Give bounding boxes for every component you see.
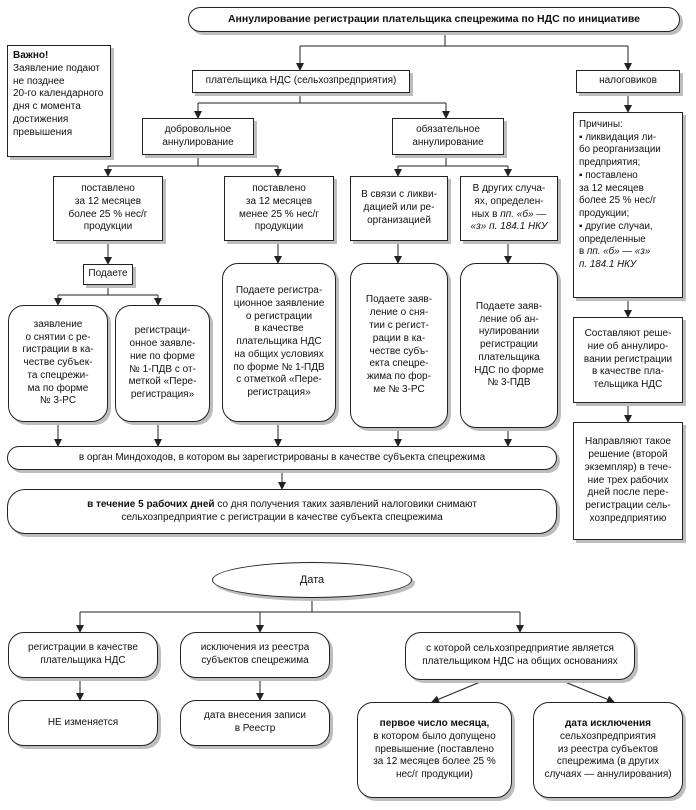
- voluntary-annulment-label: добровольное аннулирование: [162, 123, 234, 148]
- date-oval: Дата: [212, 562, 412, 598]
- date-vat-registration-box: регистрации в качестве плательщика НДС: [8, 632, 158, 678]
- date-general-basis-text: с которой сельхозпредприятие является пл…: [422, 643, 618, 667]
- tax-decision-text: Составляют реше- ние об аннулиро- вании …: [583, 328, 673, 391]
- note-text: Заявление подают не позднее 20-го календ…: [13, 62, 104, 138]
- exclusion-date-text: дата исключения сельхозпредприятия из ре…: [544, 718, 672, 781]
- result-text: в течение 5 рабочих дней со дня получени…: [87, 498, 477, 523]
- first-day-box: первое число месяца, в котором было допу…: [357, 702, 512, 798]
- condition-less-25-box: поставлено за 12 месяцев менее 25 % нес/…: [224, 176, 334, 241]
- condition-other-ref: пп. «б» — «з» п. 184.1 НКУ: [470, 208, 548, 233]
- action-form-3rs-box: заявление о снятии с ре- гистрации в ка-…: [8, 305, 108, 422]
- tax-decision-box: Составляют реше- ние об аннулиро- вании …: [573, 317, 683, 403]
- tax-send-box: Направляют такое решение (второй экземпл…: [573, 422, 683, 540]
- mandatory-annulment-label: обязательное аннулирование: [412, 123, 484, 148]
- authority-box: в орган Миндоходов, в котором вы зарегис…: [7, 446, 557, 470]
- action-less-25-text: Подаете регистра- ционное заявление о ре…: [233, 284, 325, 399]
- exclusion-date-box: дата исключения сельхозпредприятия из ре…: [533, 702, 683, 798]
- date-registry-exclusion-box: исключения из реестра субъектов спецрежи…: [180, 632, 330, 678]
- action-form-1pdv-text: регистраци- онное заявле- ние по форме №…: [128, 325, 197, 401]
- you-submit-box: Подаете: [83, 264, 133, 285]
- reason-item: ▪ поставлено за 12 месяцев более 25 % не…: [579, 169, 657, 220]
- reason-ref: пп. «б» — «з» п. 184.1 НКУ: [579, 246, 651, 271]
- reason-item: ▪ другие случаи, определенные в пп. «б» …: [579, 220, 653, 271]
- authority-text: в орган Миндоходов, в котором вы зарегис…: [78, 451, 486, 463]
- action-form-1pdv-box: регистраци- онное заявле- ние по форме №…: [115, 305, 210, 422]
- condition-other-text: В других случа- ях, определен- ных в пп.…: [470, 182, 548, 233]
- not-changed-text: НЕ изменяется: [47, 716, 119, 728]
- tax-send-text: Направляют такое решение (второй экземпл…: [584, 436, 672, 524]
- entry-date-box: дата внесения записи в Реестр: [180, 700, 330, 746]
- condition-less-25-text: поставлено за 12 месяцев менее 25 % нес/…: [239, 182, 319, 233]
- condition-other-box: В других случа- ях, определен- ных в пп.…: [460, 176, 558, 241]
- action-less-25-box: Подаете регистра- ционное заявление о ре…: [222, 263, 336, 422]
- title-text: Аннулирование регистрации плательщика сп…: [227, 12, 641, 25]
- date-registry-exclusion-text: исключения из реестра субъектов спецрежи…: [200, 642, 310, 666]
- result-box: в течение 5 рабочих дней со дня получени…: [7, 489, 557, 534]
- tax-reasons-box: [573, 112, 683, 298]
- condition-more-25-box: поставлено за 12 месяцев более 25 % нес/…: [53, 176, 163, 241]
- date-general-basis-box: с которой сельхозпредприятие является пл…: [405, 632, 635, 680]
- date-vat-registration-text: регистрации в качестве плательщика НДС: [28, 642, 138, 666]
- title-box: Аннулирование регистрации плательщика сп…: [188, 7, 680, 32]
- reasons-title: Причины:: [579, 119, 623, 130]
- action-form-3rs-text: заявление о снятии с ре- гистрации в ка-…: [22, 318, 94, 407]
- condition-liquidation-text: В связи с ликви- дацией или ре- организа…: [361, 189, 437, 226]
- tax-initiative-label: налоговиков: [599, 75, 657, 87]
- action-liquidation-text: Подаете заяв- ление о сня- тии с регист-…: [365, 294, 433, 395]
- condition-liquidation-box: В связи с ликви- дацией или ре- организа…: [350, 176, 448, 241]
- entry-date-text: дата внесения записи в Реестр: [204, 710, 306, 734]
- tax-initiative-box: налоговиков: [576, 70, 680, 93]
- action-other-box: Подаете заяв- ление об ан- нулировании р…: [460, 263, 558, 428]
- date-title: Дата: [299, 574, 325, 586]
- voluntary-annulment-box: добровольное аннулирование: [142, 118, 254, 155]
- action-other-text: Подаете заяв- ление об ан- нулировании р…: [474, 300, 544, 389]
- condition-more-25-text: поставлено за 12 месяцев более 25 % нес/…: [68, 182, 148, 233]
- payer-initiative-box: плательщика НДС (сельхозпредприятия): [192, 70, 410, 93]
- payer-initiative-label: плательщика НДС (сельхозпредприятия): [205, 75, 397, 87]
- important-note: Важно! Заявление подают не позднее 20-го…: [7, 45, 111, 157]
- reason-item: ▪ ликвидация ли- бо реорганизации предпр…: [579, 131, 661, 169]
- action-liquidation-box: Подаете заяв- ление о сня- тии с регист-…: [350, 263, 448, 428]
- not-changed-box: НЕ изменяется: [8, 700, 158, 746]
- you-submit-label: Подаете: [88, 268, 128, 280]
- mandatory-annulment-box: обязательное аннулирование: [392, 118, 504, 155]
- note-title: Важно!: [13, 50, 49, 61]
- first-day-text: первое число месяца, в котором было допу…: [373, 718, 496, 781]
- result-deadline: в течение 5 рабочих дней: [87, 498, 215, 510]
- tax-reasons-list: Причины: ▪ ликвидация ли- бо реорганизац…: [579, 119, 681, 272]
